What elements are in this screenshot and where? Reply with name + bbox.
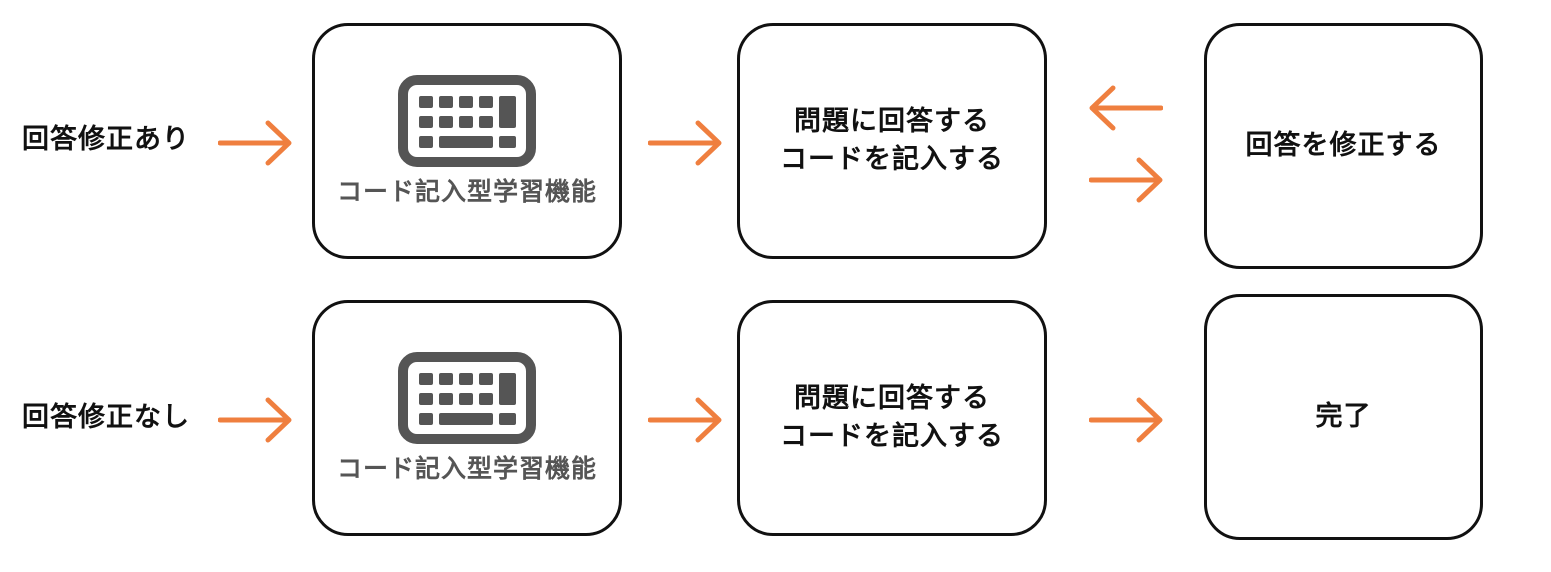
keyboard-icon [398,75,536,167]
arrow-right-icon [1089,157,1163,203]
result-text: 完了 [1315,401,1372,432]
arrow-right-icon [218,397,292,443]
step-box-answer-code: 問題に回答する コードを記入する [737,23,1047,259]
step-line-2: コードを記入する [780,421,1004,452]
step-box-answer-code: 問題に回答する コードを記入する [737,300,1047,536]
row-label-without-correction: 回答修正なし [22,402,190,433]
feature-label: コード記入型学習機能 [336,454,597,483]
step-line-1: 問題に回答する [794,106,990,137]
row-label-with-correction: 回答修正あり [22,124,190,155]
arrow-right-icon [218,120,292,166]
arrow-left-icon [1089,85,1163,131]
result-box-correct-answer: 回答を修正する [1204,23,1483,269]
feature-box-code-entry: コード記入型学習機能 [312,300,622,536]
keyboard-icon [398,352,536,444]
arrow-right-icon [648,120,722,166]
result-box-complete: 完了 [1204,294,1483,540]
step-line-2: コードを記入する [780,144,1004,175]
feature-box-code-entry: コード記入型学習機能 [312,23,622,259]
arrow-right-icon [1089,397,1163,443]
feature-label: コード記入型学習機能 [336,177,597,206]
arrow-right-icon [648,397,722,443]
result-text: 回答を修正する [1245,130,1442,161]
step-line-1: 問題に回答する [794,383,990,414]
